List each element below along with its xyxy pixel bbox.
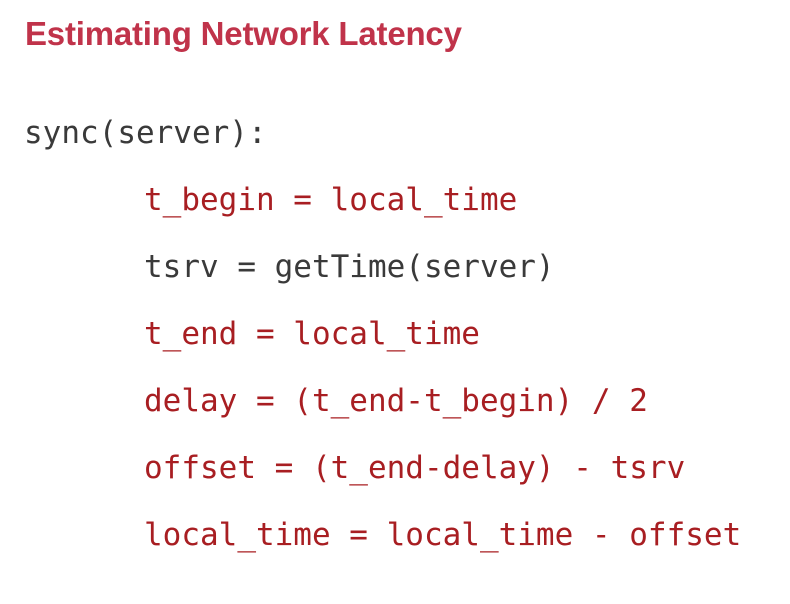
code-line-1: t_begin = local_time	[144, 182, 518, 218]
code-line-2: tsrv = getTime(server)	[144, 249, 555, 285]
code-line-4: delay = (t_end-t_begin) / 2	[144, 383, 648, 419]
code-line-3: t_end = local_time	[144, 316, 480, 352]
code-line-6: local_time = local_time - offset	[144, 517, 742, 553]
page-title: Estimating Network Latency	[25, 15, 462, 52]
pseudocode-block: sync(server): t_begin = local_time tsrv …	[0, 100, 790, 569]
code-line-0: sync(server):	[24, 115, 267, 151]
code-line-5: offset = (t_end-delay) - tsrv	[144, 450, 686, 486]
